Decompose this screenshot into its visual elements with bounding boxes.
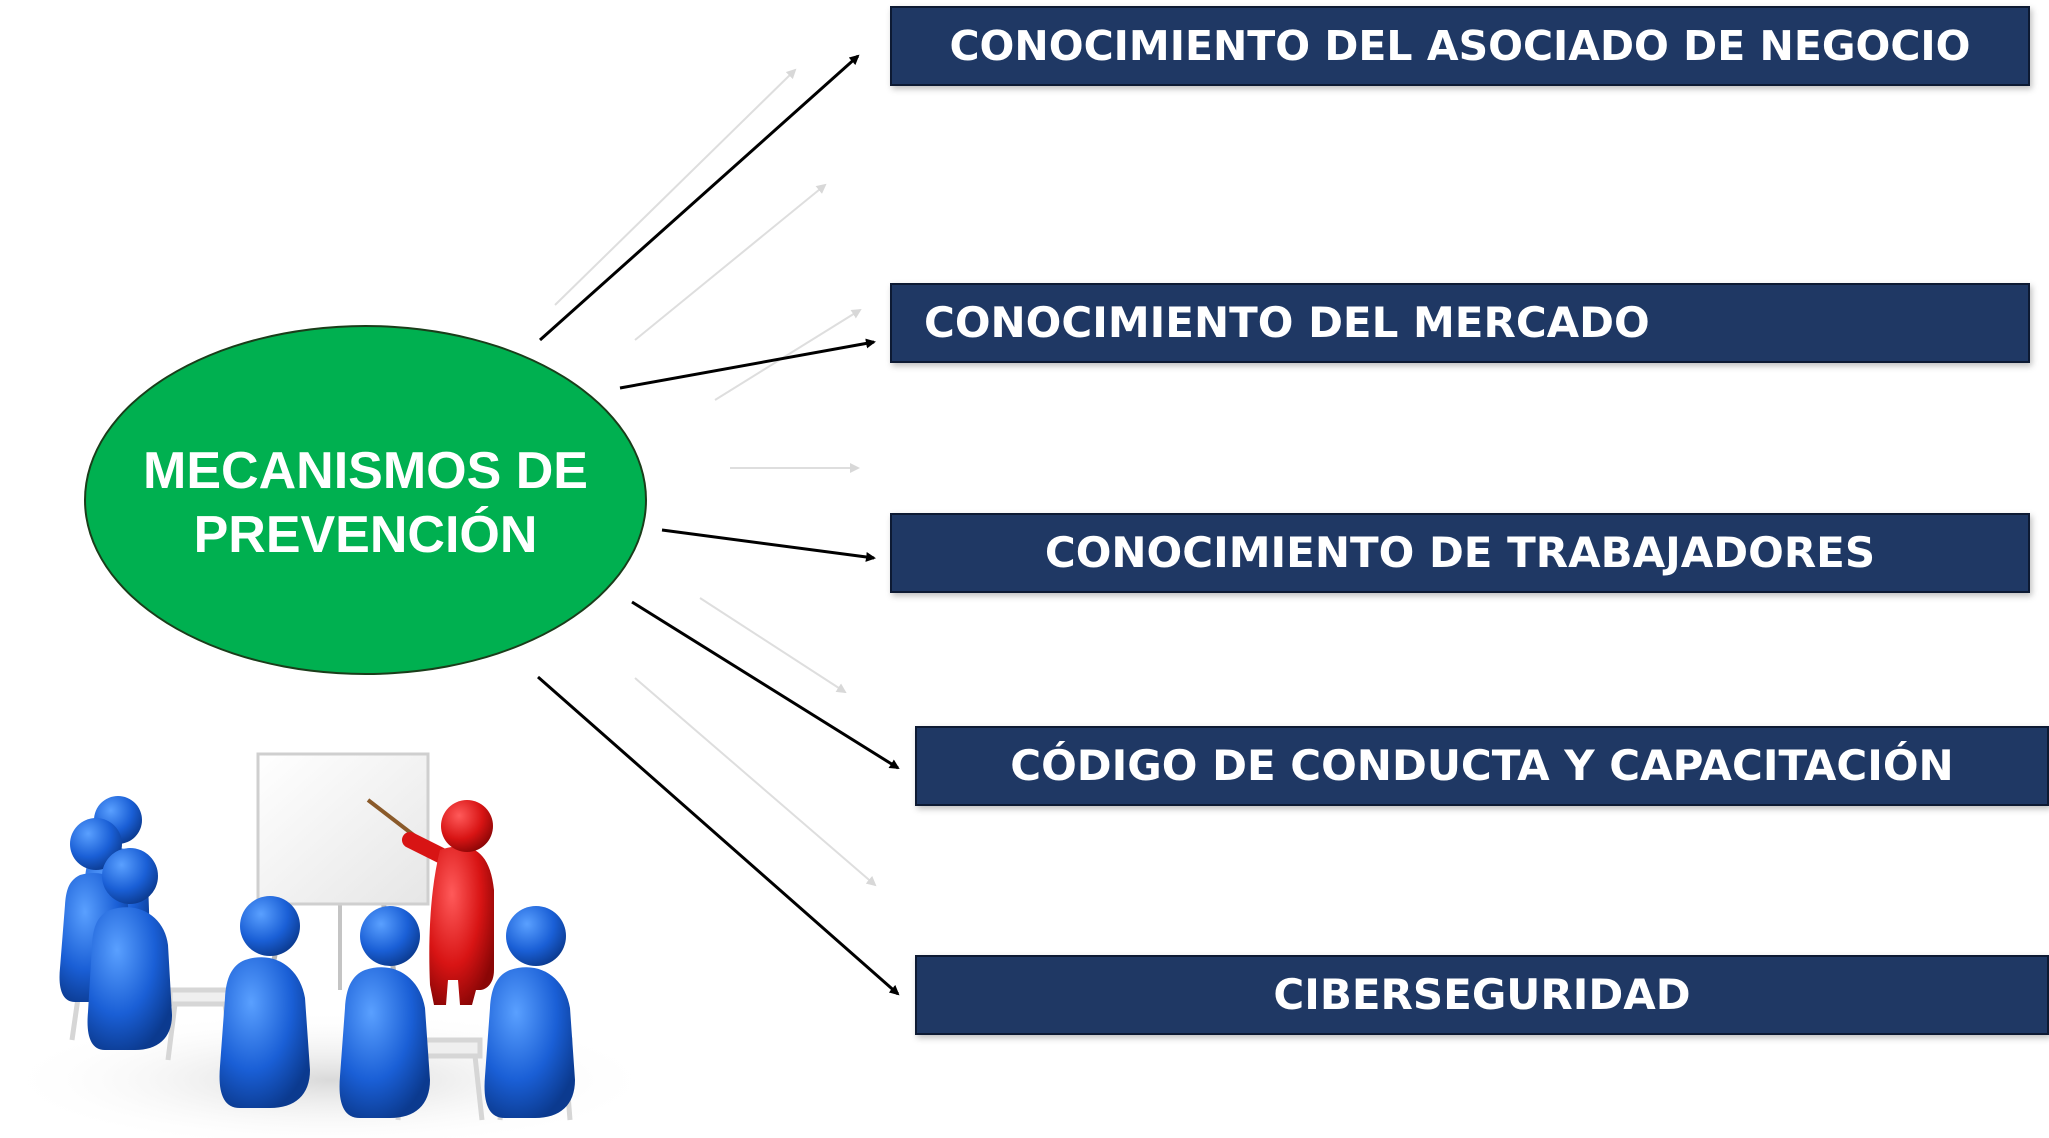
ghost-arrow — [554, 68, 797, 306]
arrow-to-item-1 — [539, 54, 860, 342]
item-label: CONOCIMIENTO DE TRABAJADORES — [1044, 528, 1876, 577]
item-box-workers: CONOCIMIENTO DE TRABAJADORES — [890, 513, 2030, 593]
center-node-label: MECANISMOS DE PREVENCIÓN — [96, 439, 636, 567]
center-label-line-1: MECANISMOS DE — [143, 442, 588, 500]
arrow-to-item-5 — [537, 675, 900, 996]
item-box-market: CONOCIMIENTO DEL MERCADO — [890, 283, 2030, 363]
ghost-arrows — [554, 68, 877, 887]
arrow-to-item-4 — [631, 600, 900, 770]
item-box-code-of-conduct: CÓDIGO DE CONDUCTA Y CAPACITACIÓN — [915, 726, 2049, 806]
arrow-to-item-3 — [661, 528, 876, 562]
arrow-to-item-2 — [619, 338, 876, 390]
presenter-figure — [366, 798, 494, 1005]
ghost-arrow — [714, 308, 862, 401]
item-box-business-partner: CONOCIMIENTO DEL ASOCIADO DE NEGOCIO — [890, 6, 2030, 86]
item-label: CONOCIMIENTO DEL ASOCIADO DE NEGOCIO — [949, 21, 1971, 70]
ghost-arrow — [634, 677, 877, 887]
item-label: CIBERSEGURIDAD — [1273, 970, 1691, 1019]
ghost-arrow — [634, 183, 827, 341]
center-node: MECANISMOS DE PREVENCIÓN — [84, 325, 647, 675]
audience-figures — [59, 796, 575, 1118]
center-label-line-2: PREVENCIÓN — [193, 506, 538, 564]
item-box-cybersecurity: CIBERSEGURIDAD — [915, 955, 2049, 1035]
classroom-presentation-icon — [0, 752, 660, 1138]
item-label: CÓDIGO DE CONDUCTA Y CAPACITACIÓN — [1010, 741, 1954, 790]
ghost-arrow — [699, 597, 847, 694]
item-label: CONOCIMIENTO DEL MERCADO — [924, 298, 1650, 347]
main-arrows — [537, 54, 900, 996]
